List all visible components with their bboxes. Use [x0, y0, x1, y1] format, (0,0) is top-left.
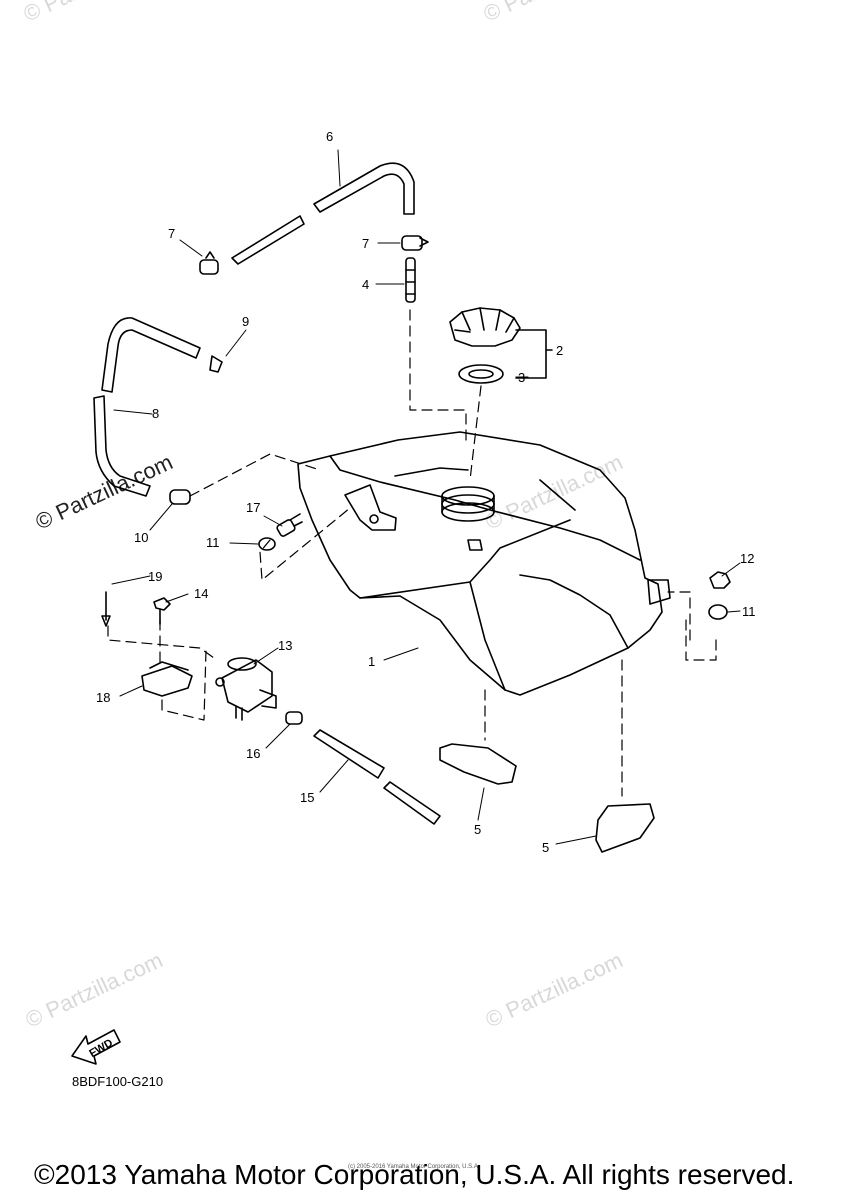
cap-gasket: [458, 364, 504, 384]
callout-3: 3: [518, 370, 525, 385]
callout-11: 11: [206, 535, 220, 550]
nut: [709, 571, 731, 589]
tiny-credit: (c) 2005-2016 Yamaha Motor Corporation, …: [348, 1164, 480, 1170]
washer: [708, 604, 728, 620]
callout-1: 1: [368, 654, 375, 669]
callout-5: 5: [542, 840, 549, 855]
breather-hose: [231, 162, 415, 265]
bracket: [141, 661, 193, 697]
watermark: © Partzilla.com: [20, 0, 165, 27]
callout-12: 12: [740, 551, 754, 566]
callout-14: 14: [194, 586, 208, 601]
callout-7: 7: [168, 226, 175, 241]
watermark: © Partzilla.com: [32, 449, 177, 534]
callout-10: 10: [134, 530, 148, 545]
watermark: © Partzilla.com: [482, 947, 627, 1032]
fuel-cock: [215, 657, 277, 721]
callout-17: 17: [246, 500, 260, 515]
fuel-hose: [313, 729, 441, 825]
diagram-code: 8BDF100-G210: [72, 1074, 164, 1089]
vent-clip: [209, 355, 223, 373]
hose-clip: [199, 251, 219, 275]
fwd-label: FWD: [87, 1037, 115, 1060]
screw: [153, 597, 171, 625]
tank-pad: [595, 803, 655, 853]
washer: [258, 537, 276, 551]
vent-hose-clip: [169, 489, 191, 505]
callout-13: 13: [278, 638, 292, 653]
callout-2: 2: [556, 343, 563, 358]
callout-16: 16: [246, 746, 260, 761]
callout-6: 6: [326, 129, 333, 144]
callout-8: 8: [152, 406, 159, 421]
callout-9: 9: [242, 314, 249, 329]
tank-pad: [439, 743, 517, 785]
watermark: © Partzilla.com: [22, 947, 167, 1032]
callout-15: 15: [300, 790, 314, 805]
vent-hose: [93, 317, 201, 497]
breather-fitting: [405, 257, 416, 303]
callout-7: 7: [362, 236, 369, 251]
callout-11: 11: [742, 604, 756, 619]
hose-clip: [401, 235, 429, 251]
fwd-arrow-icon: FWD: [71, 1029, 121, 1065]
watermark: © Partzilla.com: [480, 0, 625, 27]
fuel-hose-clip: [285, 711, 303, 725]
callout-19: 19: [148, 569, 162, 584]
copyright-notice: ©2013 Yamaha Motor Corporation, U.S.A. A…: [34, 1159, 795, 1190]
callout-18: 18: [96, 690, 110, 705]
callout-4: 4: [362, 277, 369, 292]
bolt: [276, 513, 303, 537]
fuel-cap: [449, 307, 521, 347]
pin: [101, 591, 111, 627]
fuel-tank: [297, 431, 671, 696]
callout-5: 5: [474, 822, 481, 837]
